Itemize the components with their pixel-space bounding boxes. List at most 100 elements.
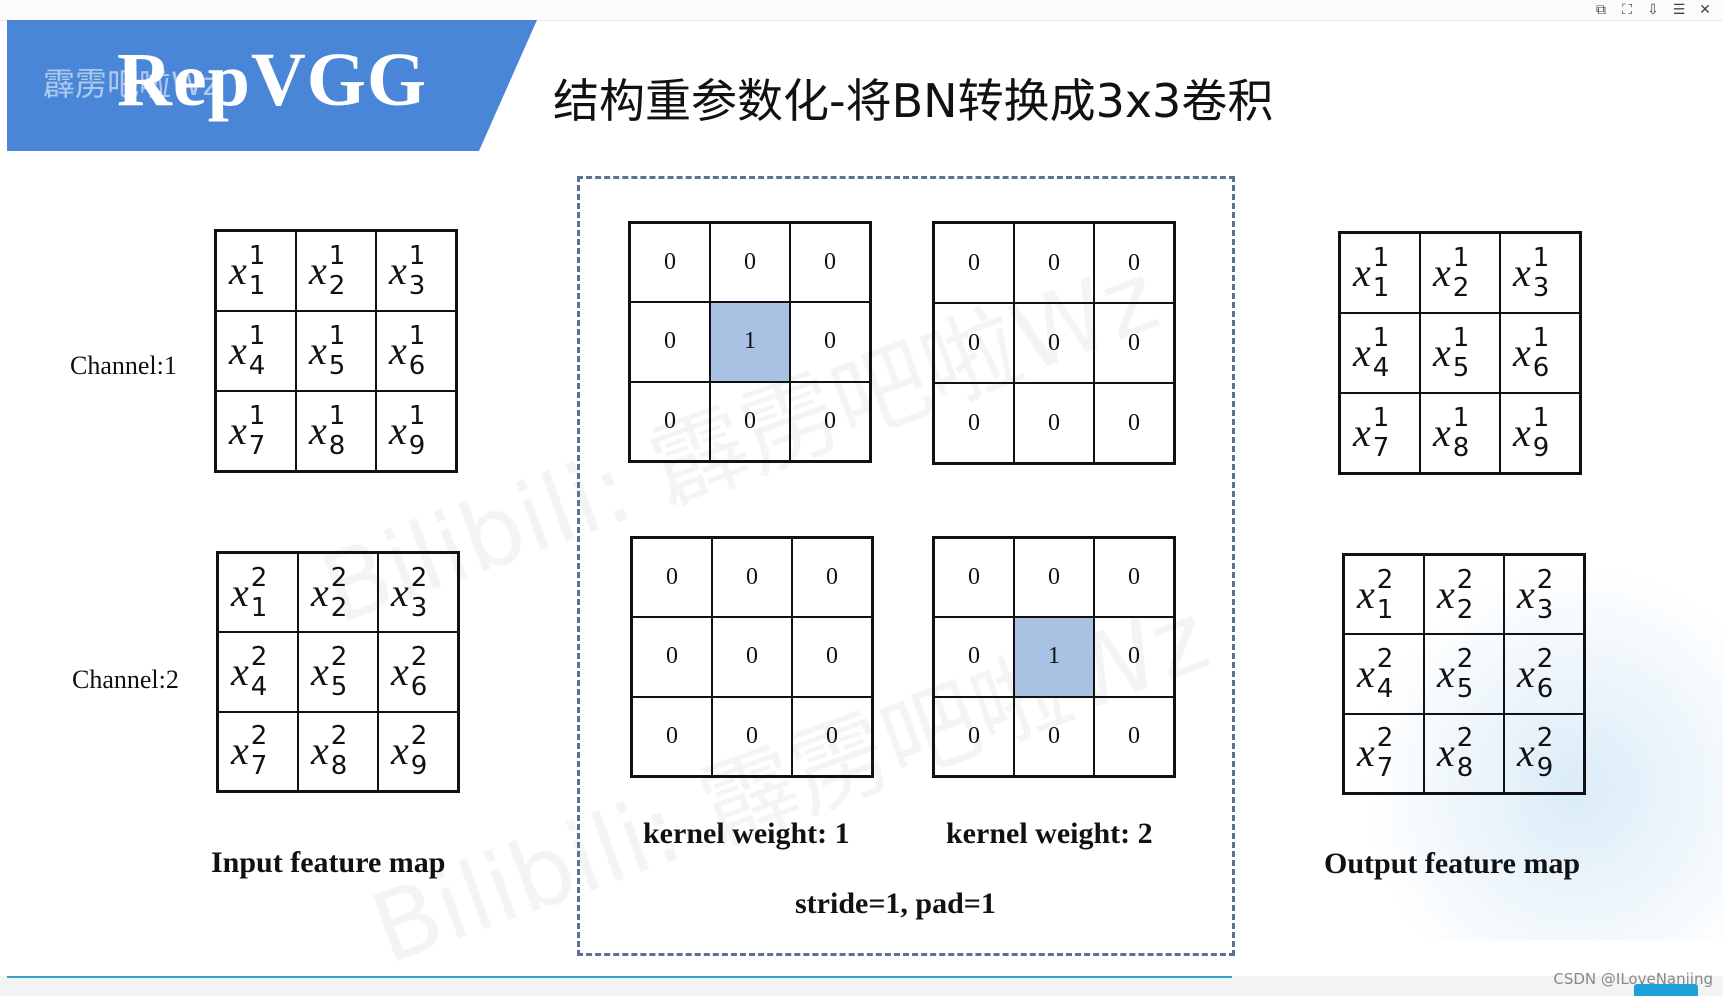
progress-line [7, 976, 1232, 978]
restore-icon[interactable]: ⧉ [1596, 2, 1606, 18]
banner-shape [7, 20, 537, 151]
kernel-cell: 0 [934, 617, 1014, 697]
kernel-cell: 0 [630, 223, 710, 303]
channel-2-label: Channel:2 [72, 665, 179, 694]
kernel-cell: 0 [710, 381, 790, 461]
close-icon[interactable]: ✕ [1699, 2, 1711, 18]
channel-index: 2 [330, 641, 348, 672]
position-index: 5 [330, 671, 348, 702]
channel-index: 1 [248, 241, 266, 271]
channel-index: 1 [1532, 403, 1550, 433]
position-index: 4 [248, 351, 266, 381]
kernel-cell: 0 [1014, 303, 1094, 383]
channel-index: 2 [1456, 723, 1474, 754]
window-top-bar: ⧉ ⛶ ⇩ ☰ ✕ [0, 0, 1723, 21]
channel-index: 1 [1532, 243, 1550, 273]
channel-index: 2 [1376, 564, 1394, 595]
channel-index: 2 [410, 641, 428, 672]
fullscreen-icon[interactable]: ⛶ [1622, 2, 1632, 18]
position-index: 6 [1532, 353, 1550, 383]
channel-index: 2 [1376, 723, 1394, 754]
kernel-cell: 0 [1014, 383, 1094, 463]
channel-index: 1 [248, 321, 266, 351]
kernel-cell: 1 [710, 302, 790, 382]
position-index: 4 [1372, 353, 1390, 383]
channel-index: 2 [1536, 643, 1554, 674]
kernel-cell: 0 [1014, 223, 1094, 303]
position-index: 7 [248, 431, 266, 461]
banner-watermark: 霹雳吧啦Wz [43, 65, 220, 103]
kernel-cell: 0 [790, 381, 870, 461]
position-index: 6 [1536, 673, 1554, 704]
kernel-1-caption: kernel weight: 1 [643, 817, 850, 850]
menu-icon[interactable]: ☰ [1672, 2, 1686, 18]
kernel-cell: 0 [712, 538, 792, 618]
channel-index: 1 [408, 401, 426, 431]
kernel-cell: 0 [934, 223, 1014, 303]
position-index: 9 [1536, 753, 1554, 784]
channel-index: 1 [1452, 403, 1470, 433]
channel-index: 2 [1456, 643, 1474, 674]
kernel-params: stride=1, pad=1 [795, 887, 996, 920]
channel-index: 2 [250, 641, 268, 672]
kernel-cell: 0 [632, 696, 712, 776]
channel-index: 2 [410, 721, 428, 752]
position-index: 2 [1452, 273, 1470, 303]
position-index: 5 [328, 351, 346, 381]
position-index: 7 [1372, 433, 1390, 463]
channel-index: 1 [408, 241, 426, 271]
position-index: 6 [408, 351, 426, 381]
position-index: 4 [1376, 673, 1394, 704]
kernel-cell: 0 [792, 617, 872, 697]
channel-index: 1 [1452, 323, 1470, 353]
kernel-cell: 0 [790, 223, 870, 303]
position-index: 3 [410, 592, 428, 623]
channel-index: 2 [250, 721, 268, 752]
channel-index: 1 [1532, 323, 1550, 353]
kernel-cell: 0 [934, 303, 1014, 383]
position-index: 7 [250, 751, 268, 782]
channel-index: 1 [408, 321, 426, 351]
bottom-action-button[interactable] [1634, 984, 1698, 996]
kernel-cell: 0 [632, 617, 712, 697]
download-icon[interactable]: ⇩ [1647, 2, 1659, 18]
kernel-cell: 0 [1094, 696, 1174, 776]
channel-1-label: Channel:1 [70, 351, 177, 380]
bottom-toolbar [0, 976, 1723, 996]
